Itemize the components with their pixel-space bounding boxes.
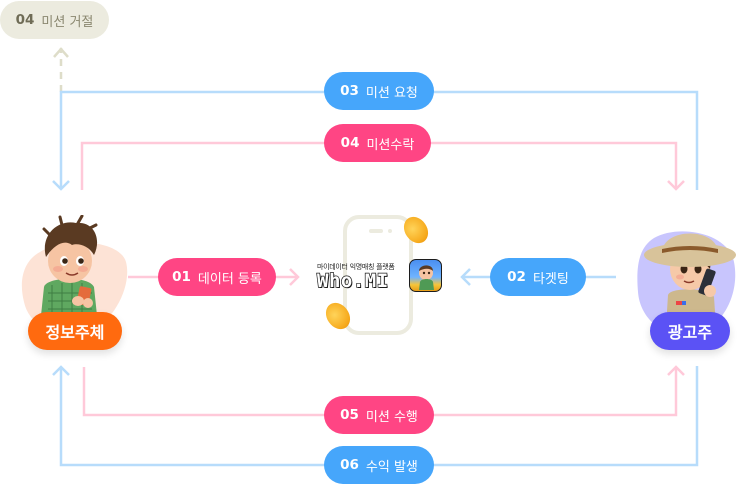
boy-character-app-icon xyxy=(409,259,442,292)
boy-with-phone-character xyxy=(40,215,98,325)
actor-data-subject-badge: 정보주체 xyxy=(28,312,122,350)
step-label: 타겟팅 xyxy=(532,271,569,287)
step-number: 05 xyxy=(340,407,359,423)
step-label: 데이터 등록 xyxy=(197,271,262,287)
brand-logo: Who.MI xyxy=(316,269,389,292)
step-03-pill: 03 미션 요청 xyxy=(324,72,434,110)
step-number: 04 xyxy=(340,135,360,151)
actor-label: 광고주 xyxy=(667,323,713,342)
step-number: 02 xyxy=(507,269,526,285)
step-label: 미션수락 xyxy=(366,137,415,153)
step-01-pill: 01 데이터 등록 xyxy=(158,258,276,296)
phone-icon xyxy=(343,215,413,335)
step-number: 04 xyxy=(15,12,35,28)
step-04-pill: 04 미션수락 xyxy=(324,124,431,162)
step-label: 미션 요청 xyxy=(365,85,418,101)
step-number: 01 xyxy=(172,269,191,285)
phone-speaker xyxy=(369,229,383,233)
step-04-reject-pill: 04 미션 거절 xyxy=(0,1,109,39)
phone-camera xyxy=(388,229,392,233)
step-number: 03 xyxy=(340,83,359,99)
step-label: 미션 수행 xyxy=(365,409,418,425)
step-label: 미션 거절 xyxy=(41,14,94,30)
explorer-with-phone-character xyxy=(644,233,736,327)
actor-label: 정보주체 xyxy=(45,323,105,342)
reject-arrow xyxy=(53,47,69,92)
actor-advertiser-badge: 광고주 xyxy=(650,312,730,350)
step-05-pill: 05 미션 수행 xyxy=(324,396,434,434)
step-06-pill: 06 수익 발생 xyxy=(324,446,434,484)
step-label: 수익 발생 xyxy=(365,459,418,475)
step-number: 06 xyxy=(340,457,359,473)
step-02-pill: 02 타겟팅 xyxy=(490,258,586,296)
brand-subtitle: 마이데이터 익명매칭 플랫폼 xyxy=(317,263,395,271)
